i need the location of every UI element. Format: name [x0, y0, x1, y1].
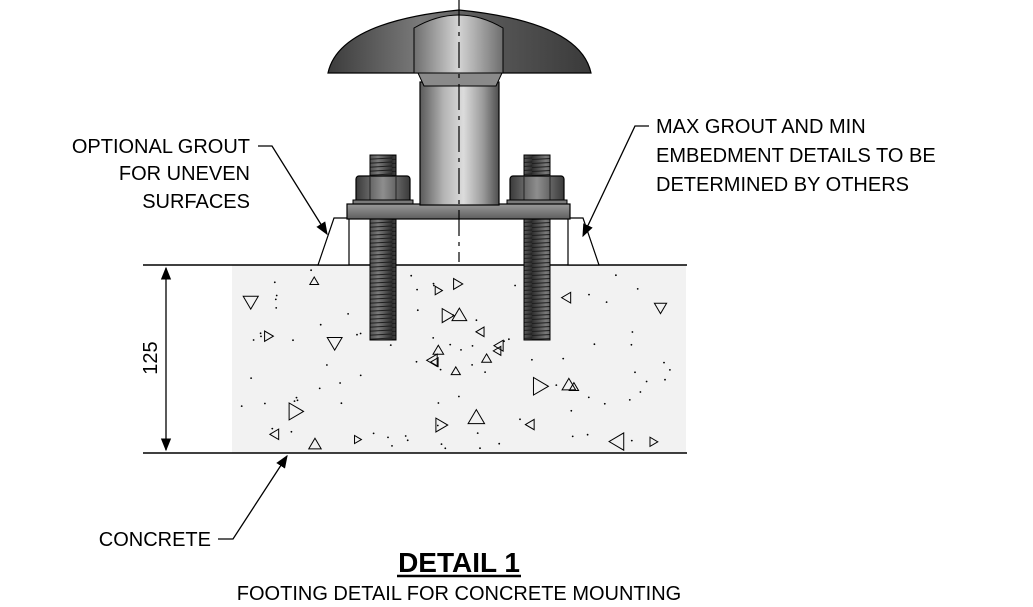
concrete-slab	[143, 264, 687, 454]
nut-left	[352, 175, 414, 207]
leader-optional-grout: OPTIONAL GROUT FOR UNEVEN SURFACES	[72, 136, 328, 236]
grout-fillets	[317, 217, 600, 266]
concrete-aggregate-speckle	[240, 269, 671, 452]
label-optional-grout-2: FOR UNEVEN	[119, 163, 250, 185]
label-max-grout-3: DETERMINED BY OTHERS	[656, 174, 909, 196]
label-concrete: CONCRETE	[99, 529, 211, 551]
detail-title: DETAIL 1	[398, 547, 520, 578]
detail-subtitle: FOOTING DETAIL FOR CONCRETE MOUNTING	[237, 583, 681, 605]
nut-right	[506, 175, 568, 207]
label-optional-grout-1: OPTIONAL GROUT	[72, 136, 250, 158]
leader-max-grout: MAX GROUT AND MIN EMBEDMENT DETAILS TO B…	[582, 116, 936, 238]
anchor-bolt-left	[369, 154, 397, 341]
dimension-label: 125	[140, 341, 162, 374]
detail-title-block: DETAIL 1 FOOTING DETAIL FOR CONCRETE MOU…	[237, 547, 681, 605]
label-max-grout-2: EMBEDMENT DETAILS TO BE	[656, 145, 936, 167]
label-optional-grout-3: SURFACES	[142, 191, 250, 213]
dimension-125: 125	[140, 266, 172, 452]
label-max-grout-1: MAX GROUT AND MIN	[656, 116, 866, 138]
leader-concrete: CONCRETE	[99, 454, 288, 551]
anchor-bolt-right	[523, 154, 551, 341]
